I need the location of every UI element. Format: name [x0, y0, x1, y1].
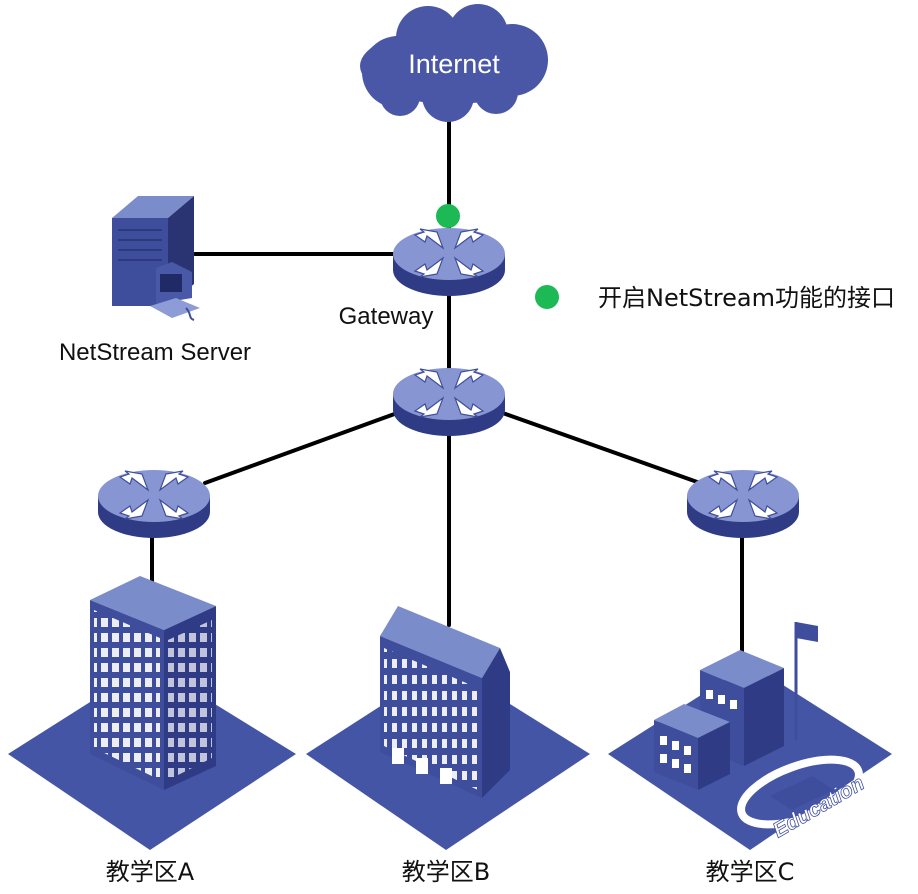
legend: 开启NetStream功能的接口	[535, 284, 895, 312]
area-c: Education 教学区C	[608, 622, 892, 886]
area-a-label: 教学区A	[106, 858, 195, 886]
server-label: NetStream Server	[59, 339, 251, 366]
router-a	[97, 469, 211, 539]
link-core-router-a	[203, 410, 402, 485]
router-icon	[686, 469, 800, 539]
internet-label: Internet	[408, 49, 500, 79]
router-icon	[97, 469, 211, 539]
area-c-label: 教学区C	[706, 858, 795, 886]
gateway-label: Gateway	[339, 303, 434, 330]
router-icon	[392, 367, 506, 437]
link-core-router-c	[498, 410, 702, 485]
green-dot-icon	[535, 285, 559, 309]
server-icon	[112, 196, 200, 321]
legend-label: 开启NetStream功能的接口	[598, 284, 895, 312]
area-b: 教学区B	[306, 606, 590, 886]
area-a: 教学区A	[8, 576, 296, 886]
gateway-router: Gateway	[339, 227, 506, 330]
router-c	[686, 469, 800, 539]
area-b-label: 教学区B	[402, 858, 490, 886]
netstream-server: NetStream Server	[59, 196, 251, 366]
cloud-icon	[360, 4, 548, 122]
internet-cloud: Internet	[360, 4, 548, 122]
router-icon	[392, 227, 506, 297]
links	[150, 113, 744, 657]
office-building-icon	[90, 576, 216, 790]
office-building-icon	[380, 606, 510, 798]
core-router	[392, 367, 506, 437]
netstream-interface-marker	[436, 204, 460, 228]
